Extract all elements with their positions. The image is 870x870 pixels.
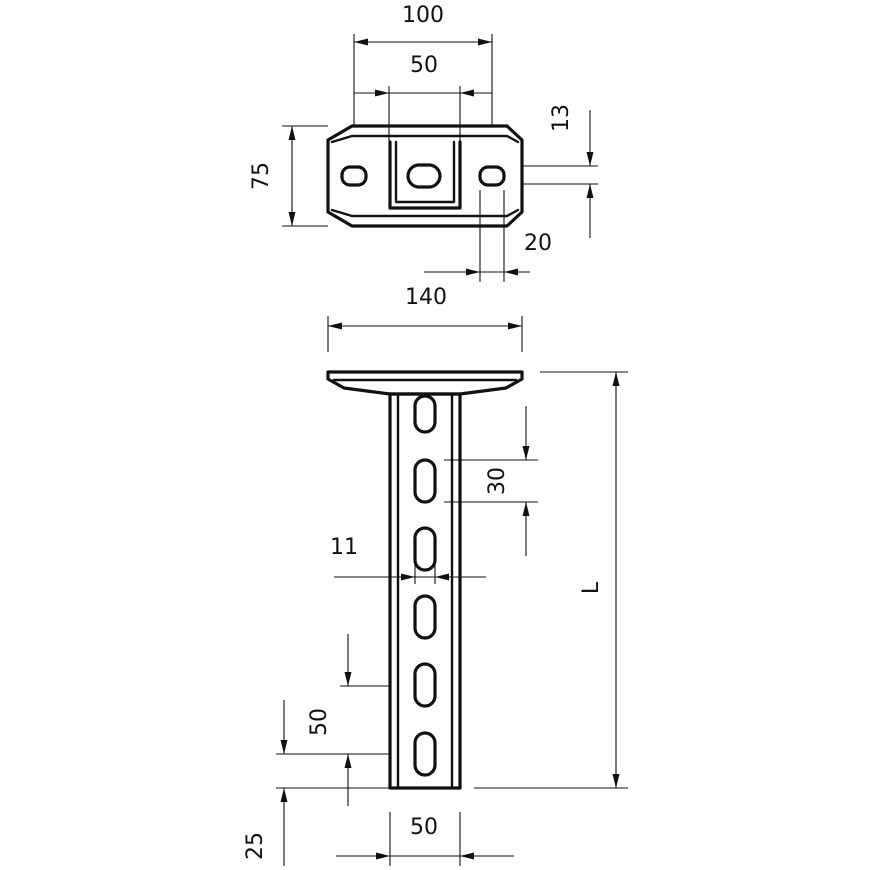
top-view-plate xyxy=(326,124,524,228)
front-view-slot-5 xyxy=(413,662,437,708)
top-view: 100 50 75 13 20 xyxy=(249,3,598,282)
front-view-slot-3 xyxy=(413,526,437,572)
front-view-head-plate xyxy=(326,370,524,396)
dim-text-100: 100 xyxy=(402,3,444,28)
front-view-profile xyxy=(388,392,462,790)
dim-text-50-top: 50 xyxy=(410,53,438,78)
front-view-slot-2 xyxy=(413,458,437,504)
front-view-slot-6 xyxy=(413,731,437,777)
front-view: 140 30 11 L 50 xyxy=(243,285,628,866)
dim-text-140: 140 xyxy=(405,285,447,310)
top-view-bevel-top xyxy=(330,134,520,144)
dim-text-L: L xyxy=(579,581,604,594)
top-view-slot-left xyxy=(340,165,368,187)
top-view-slot-right xyxy=(478,165,506,187)
top-view-slot-center xyxy=(406,163,442,189)
dim-text-20: 20 xyxy=(524,231,552,256)
dim-text-13: 13 xyxy=(549,104,574,132)
top-view-channel xyxy=(388,140,462,210)
front-view-slot-4 xyxy=(413,594,437,640)
dim-text-50-pitch: 50 xyxy=(307,708,332,736)
dim-text-11: 11 xyxy=(330,535,358,560)
top-view-bevel-bottom xyxy=(330,208,520,218)
dim-text-25: 25 xyxy=(243,832,268,860)
dim-text-30: 30 xyxy=(485,467,510,495)
top-view-channel-inner xyxy=(394,140,456,204)
dim-text-50-bottom: 50 xyxy=(410,815,438,840)
dim-text-75: 75 xyxy=(249,162,274,190)
front-view-slot-1 xyxy=(413,394,437,434)
